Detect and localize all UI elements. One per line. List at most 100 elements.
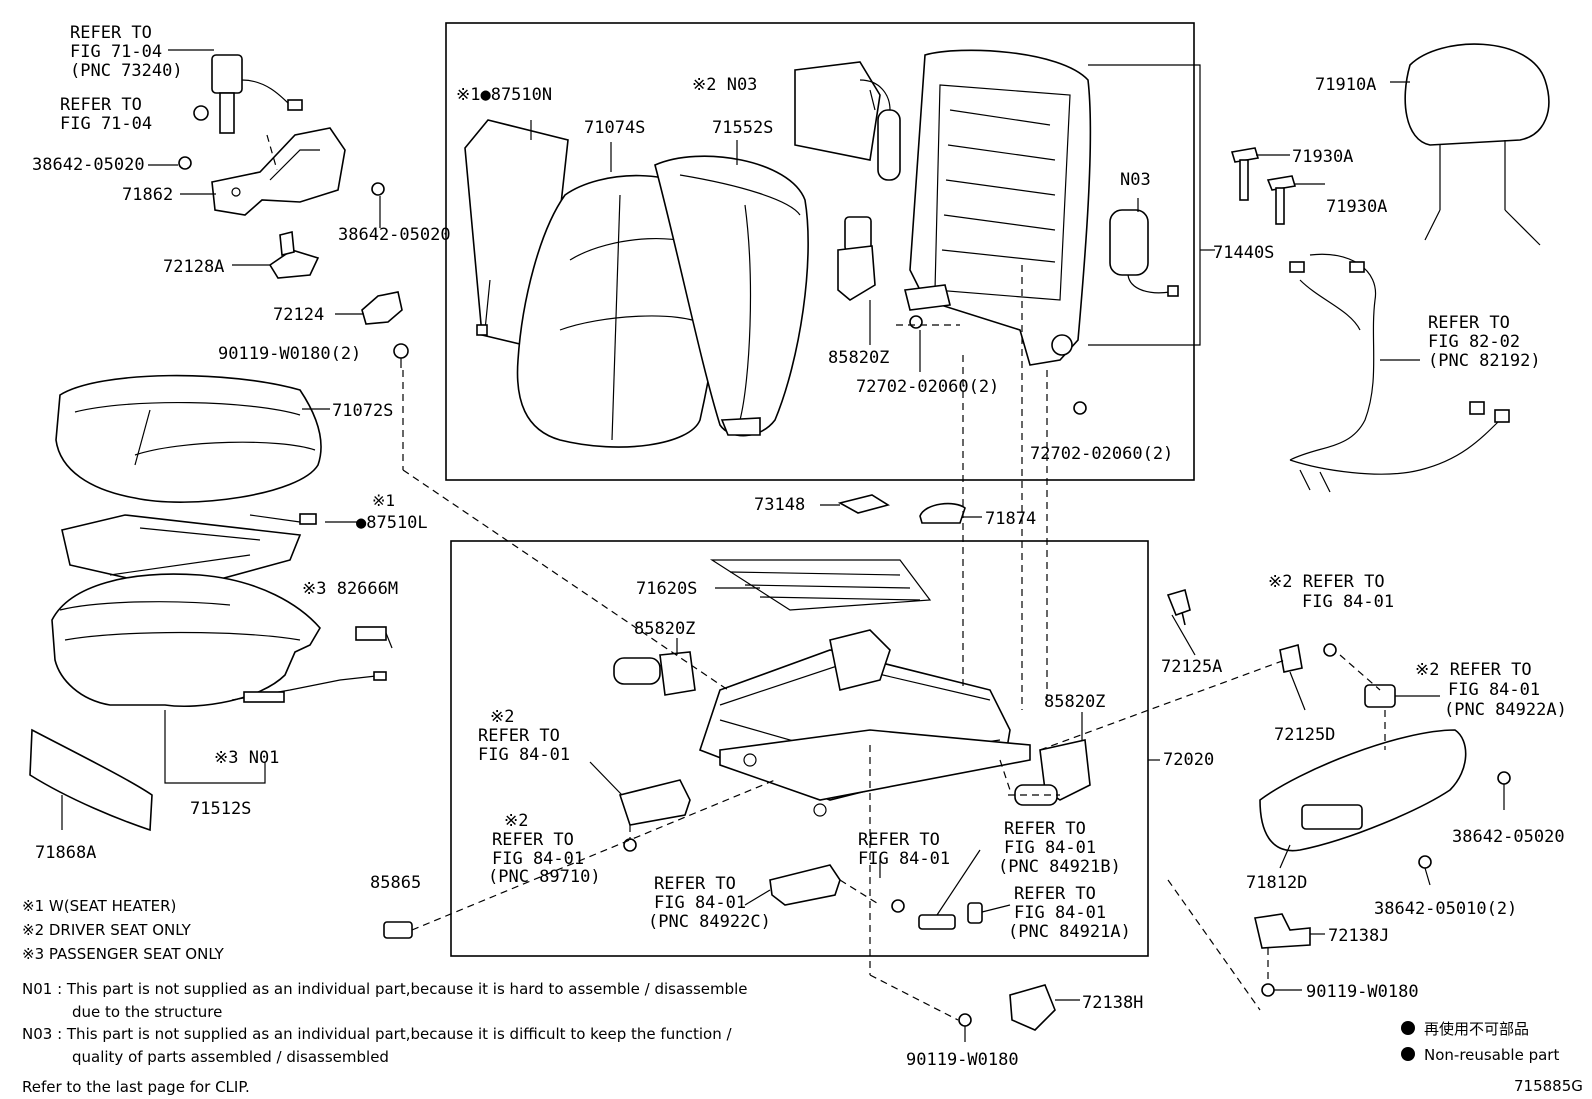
label-refer-fig-71-04: REFER TO FIG 71-04 <box>60 95 152 134</box>
lumbar-support-N03 <box>1109 209 1179 297</box>
bracket-72125A <box>1166 588 1191 626</box>
switch-84921A <box>967 902 983 924</box>
bracket-72125D <box>1279 643 1303 673</box>
figure-id: 715885G <box>1514 1077 1583 1095</box>
screw-icon <box>1418 855 1432 869</box>
cover-73148 <box>837 494 890 514</box>
seatback-group-box <box>445 22 1195 481</box>
screw-icon <box>1261 983 1275 997</box>
footnote-driver-seat: ※2 DRIVER SEAT ONLY <box>22 921 192 939</box>
cap-85865 <box>383 921 413 939</box>
label-71072S: 71072S <box>332 401 393 421</box>
side-shield-71812D <box>1259 729 1467 852</box>
screw-icon <box>1497 771 1511 785</box>
note-N03: N03 : This part is not supplied as an in… <box>22 1025 732 1043</box>
note-N01: N01 : This part is not supplied as an in… <box>22 980 748 998</box>
label-refer-fig-82-02: REFER TO FIG 82-02 (PNC 82192) <box>1428 313 1541 371</box>
seat-belt-buckle <box>211 54 303 134</box>
seatback-pad-71552S <box>654 155 809 437</box>
label-71812D: 71812D <box>1246 873 1307 893</box>
bolt-icon <box>193 105 209 121</box>
label-85820Z-mid: 85820Z <box>634 619 695 639</box>
label-73148: 73148 <box>754 495 805 515</box>
label-72702-02060-a: 72702-02060(2) <box>856 377 999 397</box>
footnote-passenger-seat: ※3 PASSENGER SEAT ONLY <box>22 945 225 963</box>
note-N03-cont: quality of parts assembled / disassemble… <box>72 1048 389 1066</box>
seat-side-cover <box>211 127 346 216</box>
label-refer-fig-84-01-d: REFER TO FIG 84-01 <box>858 830 950 869</box>
seat-cushion-cover-71072S <box>55 374 322 503</box>
cover-72138J <box>1254 913 1311 949</box>
label-38642-05020: 38642-05020 <box>338 225 451 245</box>
label-71910A: 71910A <box>1315 75 1376 95</box>
cover-72138H <box>1009 984 1056 1031</box>
label-90119-W0180: 90119-W0180 <box>906 1050 1019 1070</box>
lumbar-pump-N03 <box>794 61 901 181</box>
label-90119-W0180-2: 90119-W0180(2) <box>218 344 361 364</box>
assembly-lines <box>266 134 1386 1021</box>
label-85865: 85865 <box>370 873 421 893</box>
legend-en: Non-reusable part <box>1424 1046 1559 1064</box>
footnote-seat-heater: ※1 W(SEAT HEATER) <box>22 897 176 915</box>
seat-cushion-pad-71512S <box>51 573 321 708</box>
headrest-guide-71930A <box>1266 175 1297 225</box>
label-71552S: 71552S <box>712 118 773 138</box>
label-87510N: ※1●87510N <box>456 85 552 105</box>
label-87510L: ●87510L <box>356 513 428 533</box>
seat-wire-harness <box>1289 253 1510 493</box>
label-72125A: 72125A <box>1161 657 1222 677</box>
seat-adjuster-72020 <box>698 629 1031 817</box>
label-90119-W0180: 90119-W0180 <box>1306 982 1419 1002</box>
label-71074S: 71074S <box>584 118 645 138</box>
headrest-guide-71930A <box>1230 147 1260 201</box>
label-71620S: 71620S <box>636 579 697 599</box>
screw-icon <box>178 156 192 170</box>
label-refer-fig-84-01-b: ※2 REFER TO FIG 84-01 (PNC 89710) <box>488 811 601 887</box>
label-72138H: 72138H <box>1082 993 1143 1013</box>
label-82666M: ※3 82666M <box>302 579 398 599</box>
label-72138J: 72138J <box>1328 926 1389 946</box>
label-refer-fig-84-01-a: ※2 REFER TO FIG 84-01 <box>478 707 570 765</box>
headrest-71910A <box>1404 43 1550 246</box>
non-reusable-dot-icon <box>1401 1047 1415 1061</box>
label-71874: 71874 <box>985 509 1036 529</box>
switch-84921B <box>918 914 956 930</box>
label-87510L-mark: ※1 <box>372 491 395 510</box>
cushion-spring-71620S <box>709 559 932 611</box>
clip-note: Refer to the last page for CLIP. <box>22 1078 250 1096</box>
label-refer-fig-71-04-pnc: REFER TO FIG 71-04 (PNC 73240) <box>70 23 183 81</box>
screw-icon <box>393 343 409 368</box>
label-N03-top: ※2 N03 <box>692 75 757 95</box>
label-refer-fig-84-01-e: REFER TO FIG 84-01 (PNC 84921B) <box>998 819 1121 877</box>
sensor-mat-N01 <box>231 671 387 703</box>
cover-71874 <box>919 502 966 524</box>
adjuster-group-box <box>450 540 1149 957</box>
seatback-frame-71440S <box>904 49 1092 366</box>
label-72702-02060-b: 72702-02060(2) <box>1030 444 1173 464</box>
occupant-sensor-82666M <box>355 626 393 649</box>
label-71868A: 71868A <box>35 843 96 863</box>
label-refer-fig-84-01-c: REFER TO FIG 84-01 (PNC 84922C) <box>648 874 771 932</box>
screw-icon <box>958 1013 972 1027</box>
label-72020: 72020 <box>1163 750 1214 770</box>
bolt-icon <box>909 315 923 329</box>
screw-icon <box>623 838 637 852</box>
screw-icon <box>891 899 905 913</box>
note-N01-cont: due to the structure <box>72 1003 222 1021</box>
label-38642-05020: 38642-05020 <box>32 155 145 175</box>
label-71512S: 71512S <box>190 799 251 819</box>
label-85820Z-top: 85820Z <box>828 348 889 368</box>
recliner-motor-85820Z-top <box>837 216 876 301</box>
label-N03-right: N03 <box>1120 170 1151 190</box>
label-38642-05010-2: 38642-05010(2) <box>1374 899 1517 919</box>
label-refer-fig-84-01-h: ※2 REFER TO FIG 84-01 (PNC 84922A) <box>1415 660 1567 720</box>
label-38642-05020: 38642-05020 <box>1452 827 1565 847</box>
label-refer-fig-84-01-f: REFER TO FIG 84-01 (PNC 84921A) <box>1008 884 1131 942</box>
legend-jp: 再使用不可部品 <box>1424 1020 1529 1038</box>
slide-motor-85820Z <box>613 651 696 696</box>
label-72124: 72124 <box>273 305 324 325</box>
label-N01: ※3 N01 <box>214 748 279 768</box>
screw-icon <box>1323 643 1337 657</box>
seat-heater-87510L <box>61 513 317 591</box>
